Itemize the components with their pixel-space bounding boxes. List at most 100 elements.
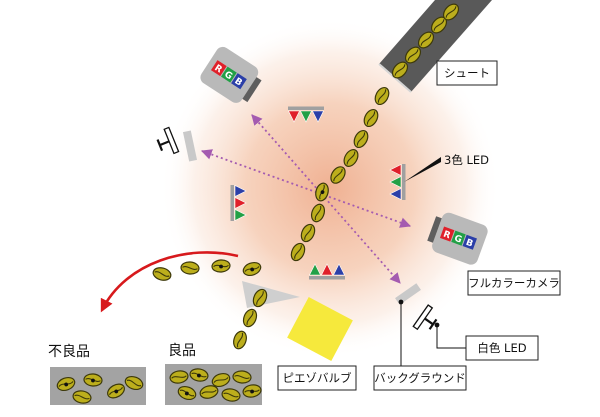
bean-seam	[171, 375, 187, 379]
white-led-label: 白色 LED	[477, 341, 526, 355]
bean-seam	[236, 332, 244, 348]
full-color-camera-top: R G B	[200, 46, 262, 103]
bean-defect-spot	[184, 391, 189, 396]
bean-seam	[213, 377, 229, 383]
coffee-bean	[442, 3, 460, 21]
bean-seam	[234, 375, 250, 379]
coffee-bean	[363, 108, 379, 128]
bean-seam	[74, 394, 90, 400]
led-emitter	[234, 185, 247, 197]
coffee-bean	[221, 388, 241, 402]
coffee-bean	[343, 149, 359, 167]
led-emitter	[389, 188, 402, 200]
label-chute: シュート	[436, 60, 498, 86]
led-emitter	[288, 110, 300, 123]
led-emitter	[389, 176, 402, 188]
valve-body	[287, 296, 353, 362]
lamp-face	[163, 126, 180, 155]
callout-dot	[434, 322, 440, 328]
led-emitter	[300, 110, 312, 123]
label-white-led: 白色 LED	[434, 322, 539, 361]
bean-seam	[394, 64, 406, 76]
coffee-bean	[232, 370, 252, 384]
led-emitter	[309, 263, 321, 276]
coffee-bean	[290, 242, 306, 262]
bean-seam	[314, 205, 322, 221]
coffee-bean	[107, 383, 125, 399]
led-emitter	[321, 263, 333, 276]
bean-seam	[223, 392, 239, 398]
badge-g	[221, 66, 237, 83]
coffee-bean	[242, 261, 262, 277]
label-box	[465, 335, 539, 361]
camera-lens	[242, 77, 262, 103]
coffee-bean	[199, 385, 219, 399]
bean-defect-spot	[114, 389, 119, 394]
bean-seam	[126, 379, 142, 387]
chute-label: シュート	[444, 66, 490, 80]
coffee-bean	[310, 203, 326, 223]
led-mount-bar	[288, 106, 324, 110]
badge-r	[439, 226, 455, 242]
label-box	[467, 270, 561, 296]
badge-b-letter: B	[464, 238, 474, 250]
full-color-camera-right: R G B	[427, 212, 488, 265]
white-led-lamp-left	[156, 126, 180, 155]
callout-dot	[398, 299, 404, 305]
coffee-bean	[374, 86, 390, 106]
led-emitter	[389, 164, 402, 176]
coffee-bean	[189, 368, 209, 382]
lamp-stem	[424, 317, 434, 326]
coffee-bean	[404, 46, 422, 64]
badge-g-letter: G	[453, 234, 463, 246]
badge-r-letter: R	[442, 230, 452, 242]
lamp-stem	[159, 140, 170, 147]
bean-seam	[433, 19, 445, 31]
tri-color-led-label: 3色 LED	[444, 153, 489, 167]
label-box	[373, 365, 467, 391]
coffee-bean	[315, 182, 329, 202]
background-plate-right	[395, 283, 421, 305]
badge-g-letter: G	[222, 70, 234, 82]
rejected-label: 不良品	[48, 344, 90, 360]
white-led-lamp-right	[412, 304, 438, 331]
led-mount-bar	[402, 164, 406, 200]
light-path-horizontal	[200, 149, 412, 228]
badge-r-letter: R	[212, 63, 223, 75]
coffee-bean	[391, 61, 409, 79]
coffee-bean	[83, 373, 103, 387]
bean-seam	[420, 34, 432, 46]
coffee-bean	[56, 376, 76, 392]
bean-seam	[246, 310, 254, 326]
camera-lens	[427, 216, 442, 243]
reject-arrow	[100, 251, 239, 313]
coffee-bean	[300, 223, 316, 243]
label-full-color-camera: フルカラーカメラ	[467, 270, 561, 296]
badge-b-letter: B	[233, 76, 244, 88]
bean-defect-spot	[320, 190, 325, 195]
bean-seam	[304, 226, 312, 240]
coffee-bean	[180, 261, 200, 275]
label-box	[436, 60, 498, 86]
coffee-bean	[177, 385, 197, 401]
tri-color-led	[288, 106, 324, 123]
bean-seam	[377, 89, 387, 103]
bean-defect-spot	[250, 267, 255, 272]
coffee-bean	[169, 370, 189, 384]
tri-color-led	[389, 164, 406, 200]
full-color-camera-label: フルカラーカメラ	[468, 276, 560, 290]
piezo-valve-label: ピエゾバルブ	[283, 371, 352, 385]
led-mount-bar	[230, 185, 234, 221]
tri-color-led-group	[230, 106, 406, 280]
bean-seam	[445, 6, 457, 18]
bean-seam	[201, 389, 217, 395]
bean-defect-spot	[250, 389, 254, 394]
bean-defect-spot	[219, 264, 223, 269]
label-piezo-valve: ピエゾバルブ	[277, 365, 357, 391]
lamp-base	[156, 139, 164, 152]
bean-seam	[294, 245, 302, 259]
tri-color-led	[309, 263, 345, 280]
coffee-bean	[211, 259, 231, 273]
background-plate-left	[182, 130, 198, 162]
tri-color-led	[230, 185, 247, 221]
